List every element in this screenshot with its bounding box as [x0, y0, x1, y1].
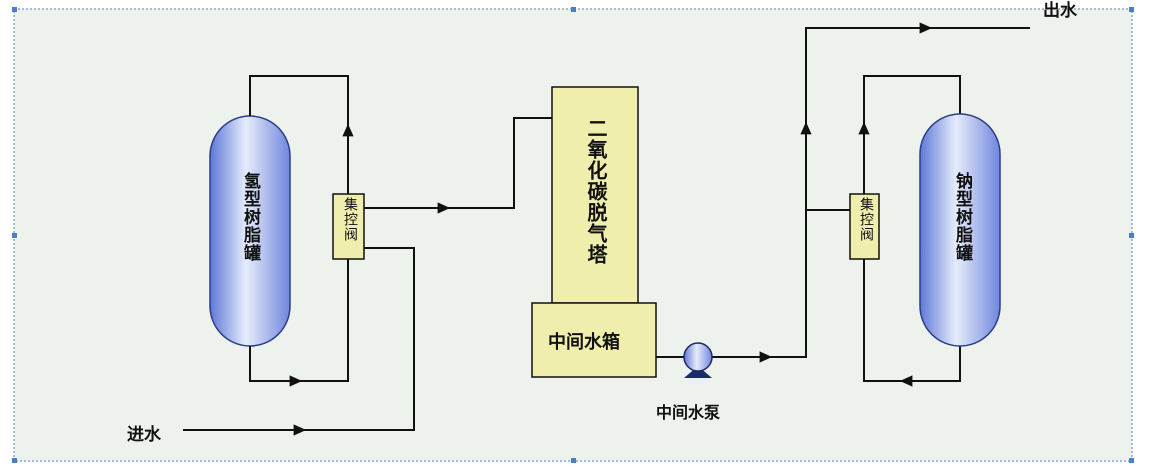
- selection-handle[interactable]: [12, 7, 17, 12]
- h-resin-tank-label: 氢型树脂罐: [240, 172, 260, 262]
- selection-handle[interactable]: [12, 458, 17, 463]
- inlet-label: 进水: [127, 425, 161, 445]
- co2-tower-label: 二氧化碳脱气塔: [584, 118, 608, 265]
- left-control-valve-label: 集控阀: [342, 197, 358, 242]
- selection-handle[interactable]: [1129, 233, 1134, 238]
- outlet-label: 出水: [1043, 1, 1077, 21]
- selection-handle[interactable]: [571, 7, 576, 12]
- co2-degassing-tower: [551, 86, 639, 304]
- right-control-valve: [849, 193, 880, 260]
- na-resin-tank: [919, 113, 1001, 347]
- right-control-valve-label: 集控阀: [858, 197, 874, 242]
- selection-handle[interactable]: [1129, 7, 1134, 12]
- selection-handle[interactable]: [1129, 458, 1134, 463]
- left-control-valve: [332, 193, 365, 260]
- middle-water-pump: [683, 342, 713, 378]
- middle-tank-label: 中间水箱: [548, 332, 620, 353]
- left-pipes: [183, 75, 552, 436]
- na-resin-tank-label: 钠型树脂罐: [952, 172, 972, 262]
- right-pipes: [656, 22, 1030, 387]
- pump-label: 中间水泵: [656, 403, 721, 422]
- selection-handle[interactable]: [12, 233, 17, 238]
- selection-handle[interactable]: [571, 458, 576, 463]
- middle-water-tank: [531, 302, 657, 378]
